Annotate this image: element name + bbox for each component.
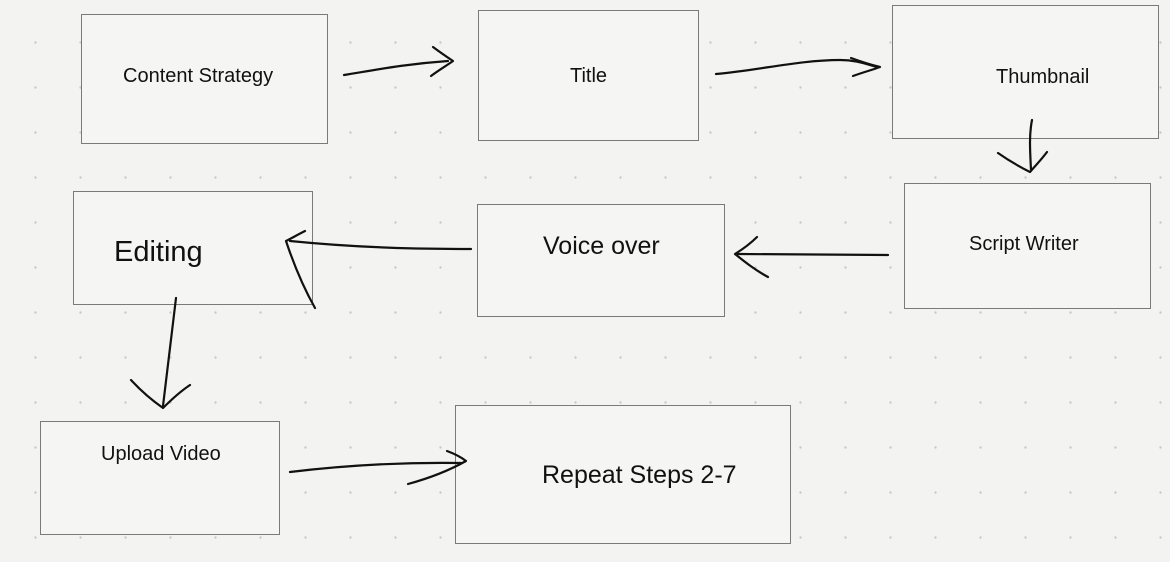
node-repeat-steps[interactable]: Repeat Steps 2-7 <box>455 405 791 544</box>
arrow-editing-to-upload-video <box>129 296 192 410</box>
node-label: Repeat Steps 2-7 <box>542 461 737 489</box>
node-label: Editing <box>114 236 203 268</box>
node-label: Script Writer <box>969 233 1079 255</box>
arrow-title-to-thumbnail <box>714 56 882 78</box>
node-label: Title <box>570 65 608 87</box>
node-label: Upload Video <box>101 443 221 465</box>
node-thumbnail[interactable]: Thumbnail <box>892 5 1159 139</box>
node-voice-over[interactable]: Voice over <box>477 204 725 317</box>
arrow-content-strategy-to-title <box>342 45 455 78</box>
arrow-upload-video-to-repeat-steps <box>288 449 468 486</box>
node-label: Voice over <box>543 232 660 260</box>
node-label: Content Strategy <box>123 65 274 87</box>
arrow-voice-over-to-editing <box>284 229 473 310</box>
node-script-writer[interactable]: Script Writer <box>904 183 1151 309</box>
node-label: Thumbnail <box>996 66 1090 88</box>
node-upload-video[interactable]: Upload Video <box>40 421 280 535</box>
node-title[interactable]: Title <box>478 10 699 141</box>
node-content-strategy[interactable]: Content Strategy <box>81 14 328 144</box>
arrow-script-writer-to-voice-over <box>733 235 890 279</box>
node-editing[interactable]: Editing <box>73 191 313 305</box>
